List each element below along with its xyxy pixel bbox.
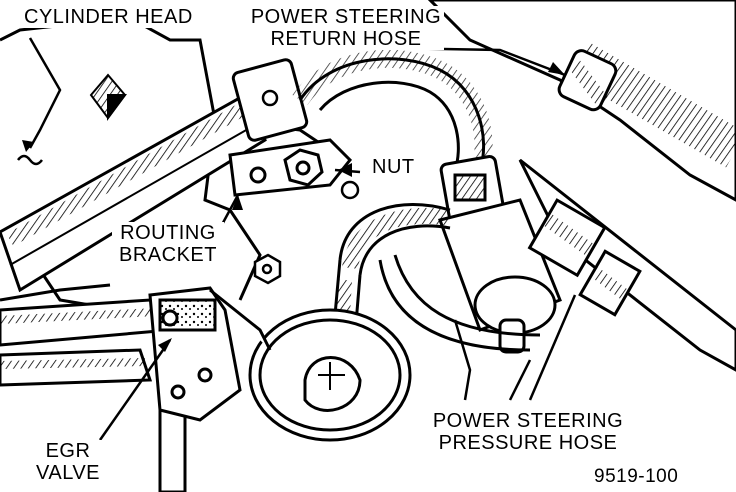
label-ps-pressure-line1: POWER STEERING — [432, 410, 624, 432]
figure-number: 9519-100 — [592, 466, 681, 488]
wiring-harness — [0, 92, 267, 293]
label-nut: NUT — [370, 156, 417, 178]
label-egr-line1: EGR — [45, 440, 91, 462]
egr-valve-shape — [248, 308, 412, 442]
pressure-hose-right — [518, 158, 736, 372]
arrow-heads — [22, 62, 565, 352]
label-routing-line1: ROUTING — [120, 222, 216, 244]
label-egr-line2: VALVE — [36, 462, 101, 484]
label-ps-return-line1: POWER STEERING — [250, 6, 442, 28]
label-cylinder-head: CYLINDER HEAD — [22, 6, 195, 28]
label-ps-return-line2: RETURN HOSE — [270, 28, 422, 50]
egr-valve-body — [148, 286, 272, 422]
label-ps-pressure-hose: POWER STEERING PRESSURE HOSE — [428, 410, 628, 454]
label-routing-bracket: ROUTING BRACKET — [112, 222, 224, 266]
label-ps-pressure-line2: PRESSURE HOSE — [438, 432, 618, 454]
label-ps-return-hose: POWER STEERING RETURN HOSE — [248, 6, 444, 50]
return-hose-right — [427, 0, 736, 202]
label-routing-line2: BRACKET — [119, 244, 217, 266]
break-symbol — [17, 154, 43, 166]
label-egr-valve: EGR VALVE — [34, 440, 102, 484]
pressure-switch — [438, 155, 562, 354]
pentastar-emblem — [89, 73, 127, 122]
bolt-heads — [253, 180, 360, 285]
return-hose-loop — [292, 49, 493, 173]
nut-shape — [283, 148, 324, 187]
